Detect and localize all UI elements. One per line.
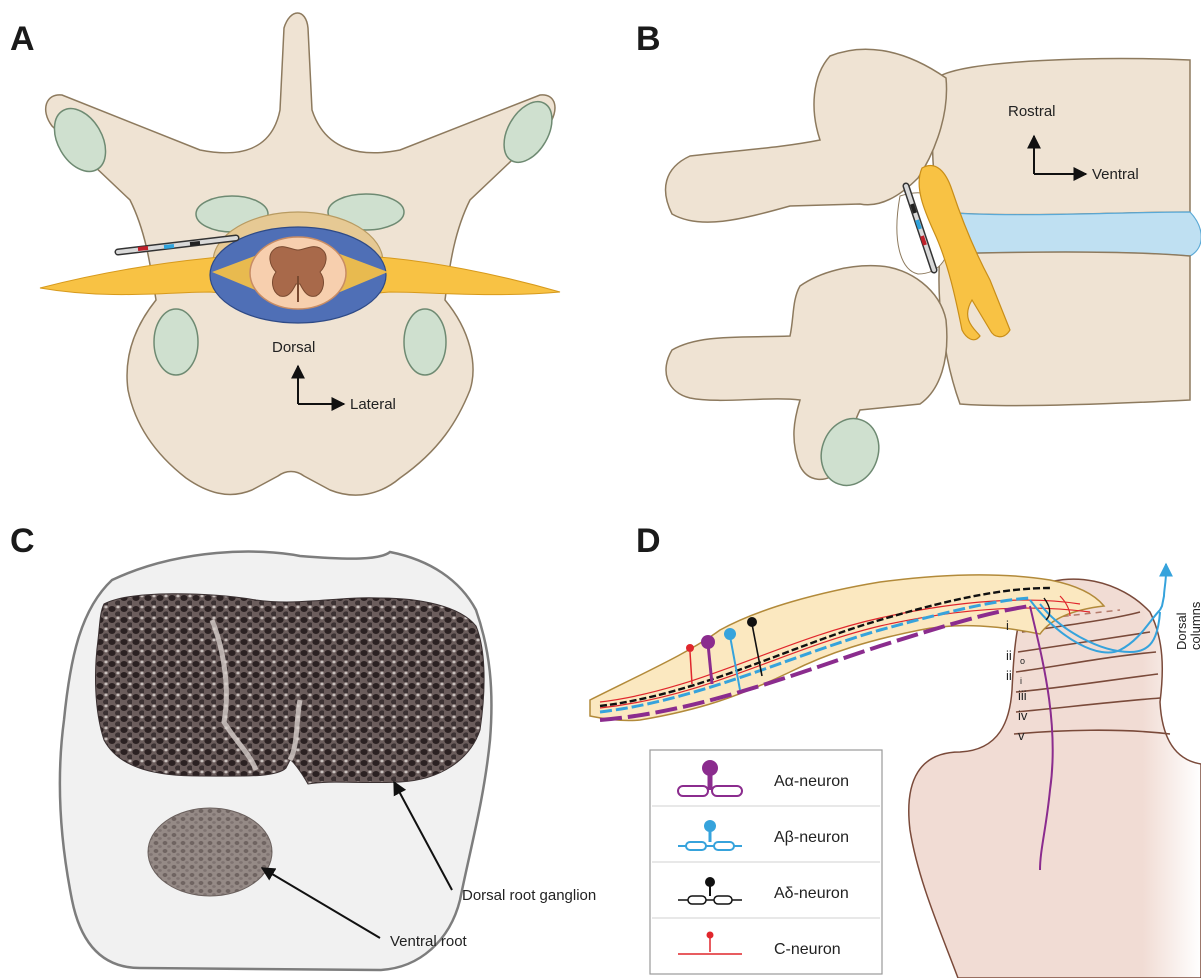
panel-a: A Dorsal Lateral: [10, 13, 562, 495]
lateral-label: Lateral: [350, 396, 396, 413]
lamina-iiii-label: iii: [1018, 688, 1027, 703]
legend: Aα-neuron Aβ-neuron Aδ-neuron: [650, 750, 882, 974]
intervertebral-disc: [940, 212, 1201, 256]
legend-label-a-beta: Aβ-neuron: [774, 829, 849, 846]
legend-label-c: C-neuron: [774, 941, 841, 958]
legend-label-a-delta: Aδ-neuron: [774, 885, 849, 902]
panel-b: B Rostral Ventral: [636, 20, 1201, 494]
dorsal-columns-label-1: Dorsal: [1174, 612, 1189, 650]
ventral-label: Ventral: [1092, 166, 1139, 183]
lamina-iii-label: ii: [1006, 668, 1012, 683]
lamina-iv-label: iv: [1018, 708, 1028, 723]
panel-c: C Dorsal root ganglion Ventral root: [10, 522, 596, 970]
ventral-root-label: Ventral root: [390, 933, 468, 950]
lamina-iio-sub: o: [1020, 656, 1025, 666]
posterior-elements-lower: [666, 266, 947, 480]
panel-a-label: A: [10, 20, 35, 58]
panel-d: D Dorsal: [590, 522, 1201, 978]
ventral-root-tissue: [148, 808, 272, 896]
dorsal-columns-label-2: columns: [1188, 601, 1201, 650]
lamina-iii-sub: i: [1020, 676, 1022, 686]
legend-label-a-alpha: Aα-neuron: [774, 773, 849, 790]
dorsal-columns-arrow: [1160, 564, 1166, 610]
dorsal-label: Dorsal: [272, 339, 315, 356]
rostral-label: Rostral: [1008, 103, 1056, 120]
dorsal-root-ganglion-label: Dorsal root ganglion: [462, 887, 596, 904]
panel-d-label: D: [636, 522, 661, 560]
lamina-iio-label: ii: [1006, 648, 1012, 663]
lamina-i-label: i: [1006, 618, 1009, 633]
pedicle-cartilage-left: [154, 309, 198, 375]
pedicle-cartilage-right: [404, 309, 446, 375]
lamina-v-label: v: [1018, 728, 1025, 743]
vertebral-body-upper: [933, 59, 1191, 215]
panel-b-label: B: [636, 20, 661, 58]
dorsal-horn: [909, 579, 1201, 978]
panel-c-label: C: [10, 522, 35, 560]
